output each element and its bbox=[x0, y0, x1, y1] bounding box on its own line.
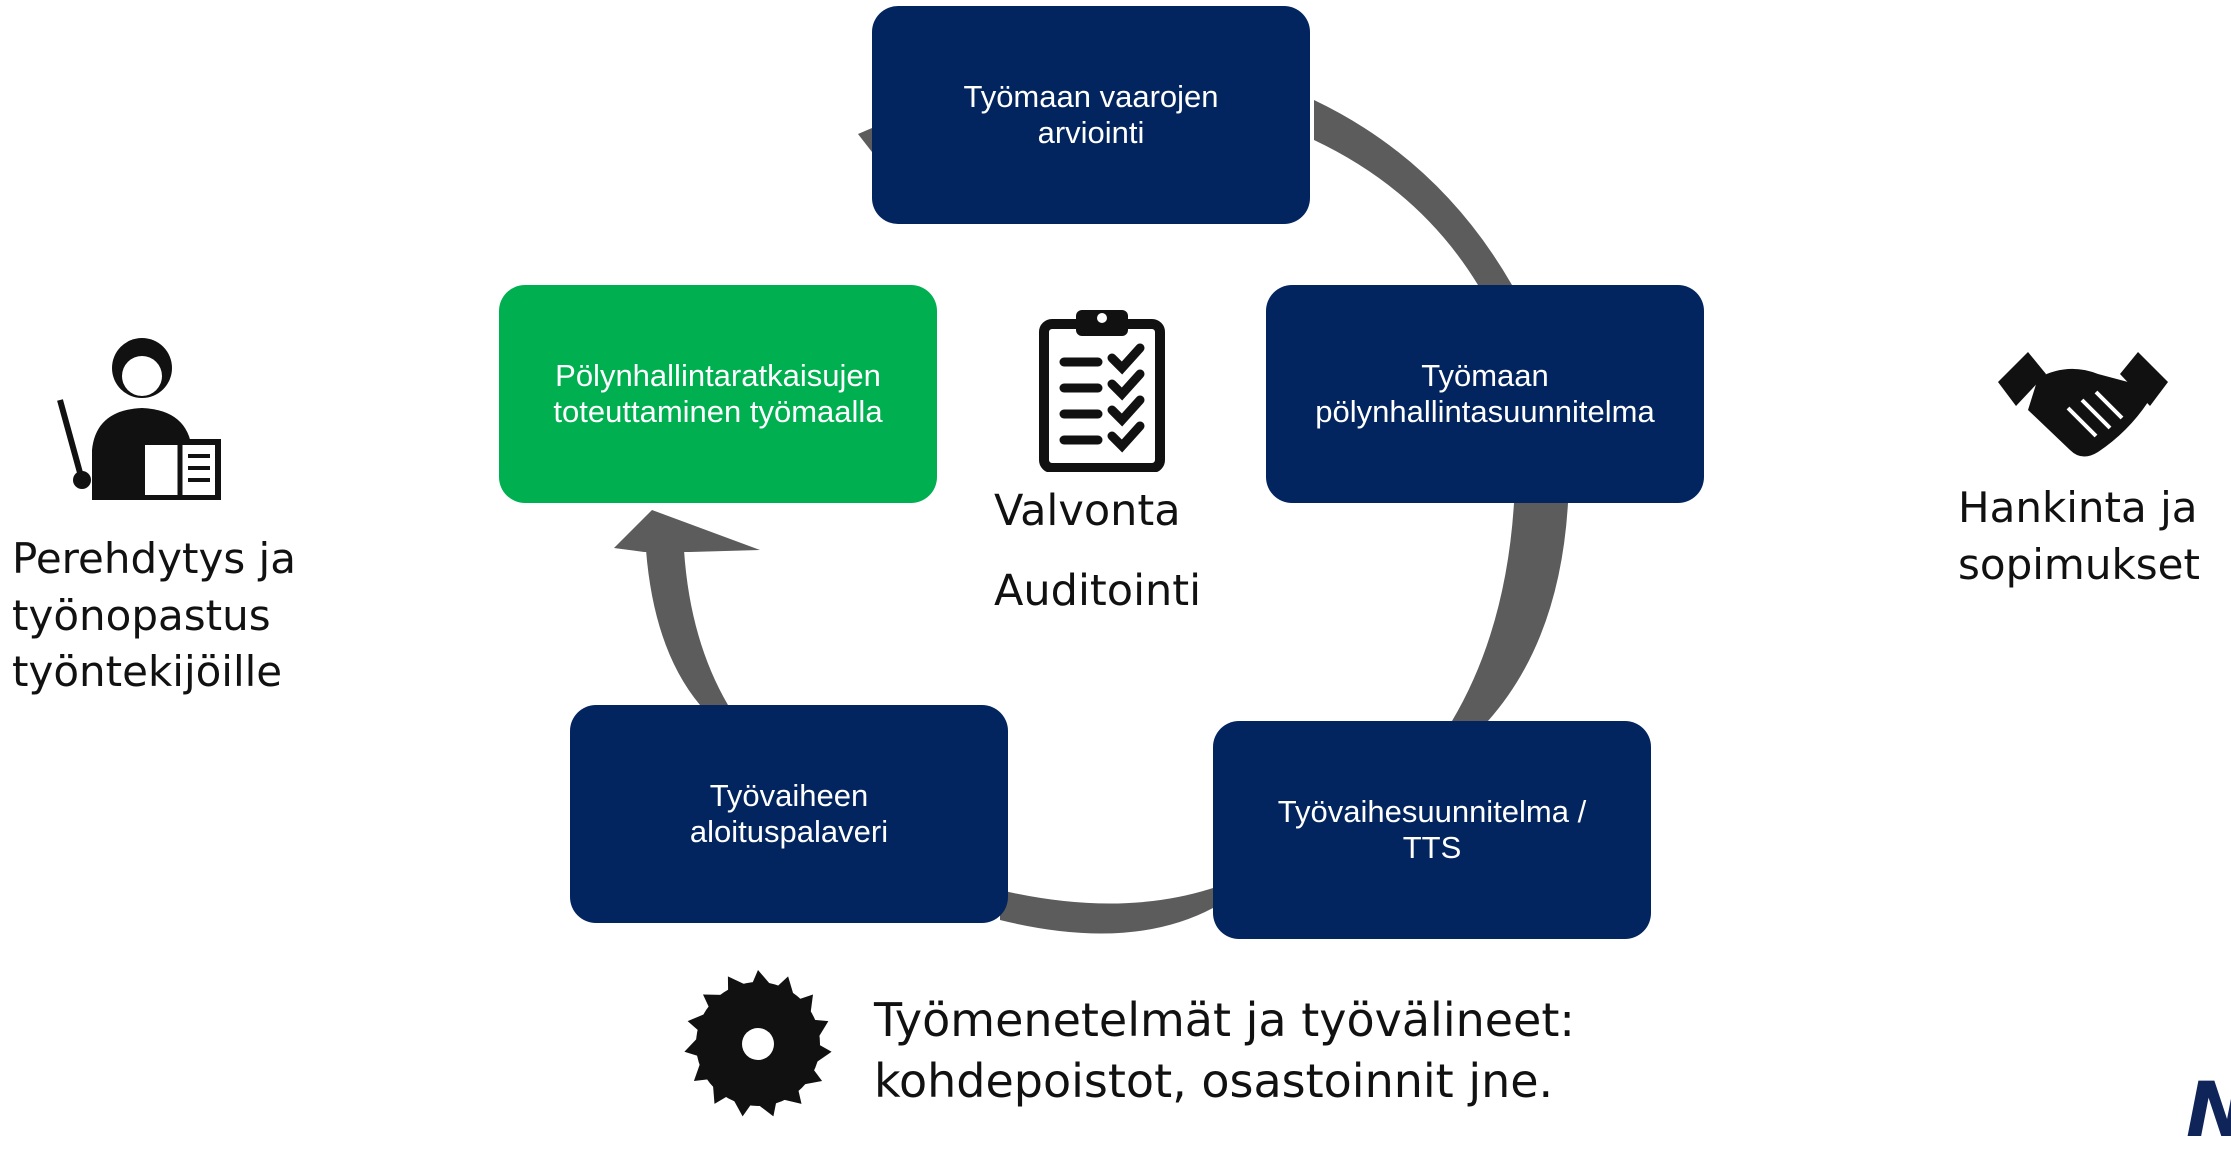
arrow-4-to-5 bbox=[646, 550, 728, 705]
arrow-tail-5-to-1 bbox=[858, 128, 872, 152]
arrow-2-to-3 bbox=[1452, 503, 1568, 721]
cycle-node-implementation: Pölynhallintaratkaisujen toteuttaminen t… bbox=[499, 285, 937, 503]
left-label-induction: Perehdytys ja työnopastus työntekijöille bbox=[12, 534, 296, 697]
cycle-arrows bbox=[614, 100, 1568, 934]
center-label-supervision: Valvonta bbox=[994, 486, 1181, 536]
cycle-node-label: Työmaan pölynhallintasuunnitelma bbox=[1315, 358, 1655, 429]
cycle-node-work-phase-plan: Työvaihesuunnitelma / TTS bbox=[1213, 721, 1651, 939]
clipboard-checklist-icon bbox=[1039, 310, 1165, 472]
arrow-head-4-to-5 bbox=[614, 510, 760, 552]
cycle-node-dust-control-plan: Työmaan pölynhallintasuunnitelma bbox=[1266, 285, 1704, 503]
handshake-icon bbox=[1998, 352, 2168, 457]
cycle-node-label: Työmaan vaarojen arviointi bbox=[963, 79, 1219, 150]
cycle-node-hazard-assessment: Työmaan vaarojen arviointi bbox=[872, 6, 1310, 224]
teacher-icon bbox=[57, 338, 221, 500]
arrow-3-to-4 bbox=[1000, 888, 1213, 934]
center-label-auditing: Auditointi bbox=[994, 566, 1202, 616]
bottom-label-methods-tools: Työmenetelmät ja työvälineet: kohdepoist… bbox=[874, 993, 1575, 1109]
saw-blade-icon bbox=[684, 970, 832, 1117]
cycle-node-label: Työvaiheen aloituspalaveri bbox=[689, 778, 889, 849]
cycle-node-kickoff-meeting: Työvaiheen aloituspalaveri bbox=[570, 705, 1008, 923]
cycle-node-label: Pölynhallintaratkaisujen toteuttaminen t… bbox=[553, 358, 883, 429]
arrow-1-to-2 bbox=[1314, 100, 1512, 285]
right-label-procurement: Hankinta ja sopimukset bbox=[1958, 483, 2200, 589]
cycle-node-label: Työvaihesuunnitelma / TTS bbox=[1277, 794, 1587, 865]
logo-mark: N bbox=[2186, 1072, 2231, 1148]
